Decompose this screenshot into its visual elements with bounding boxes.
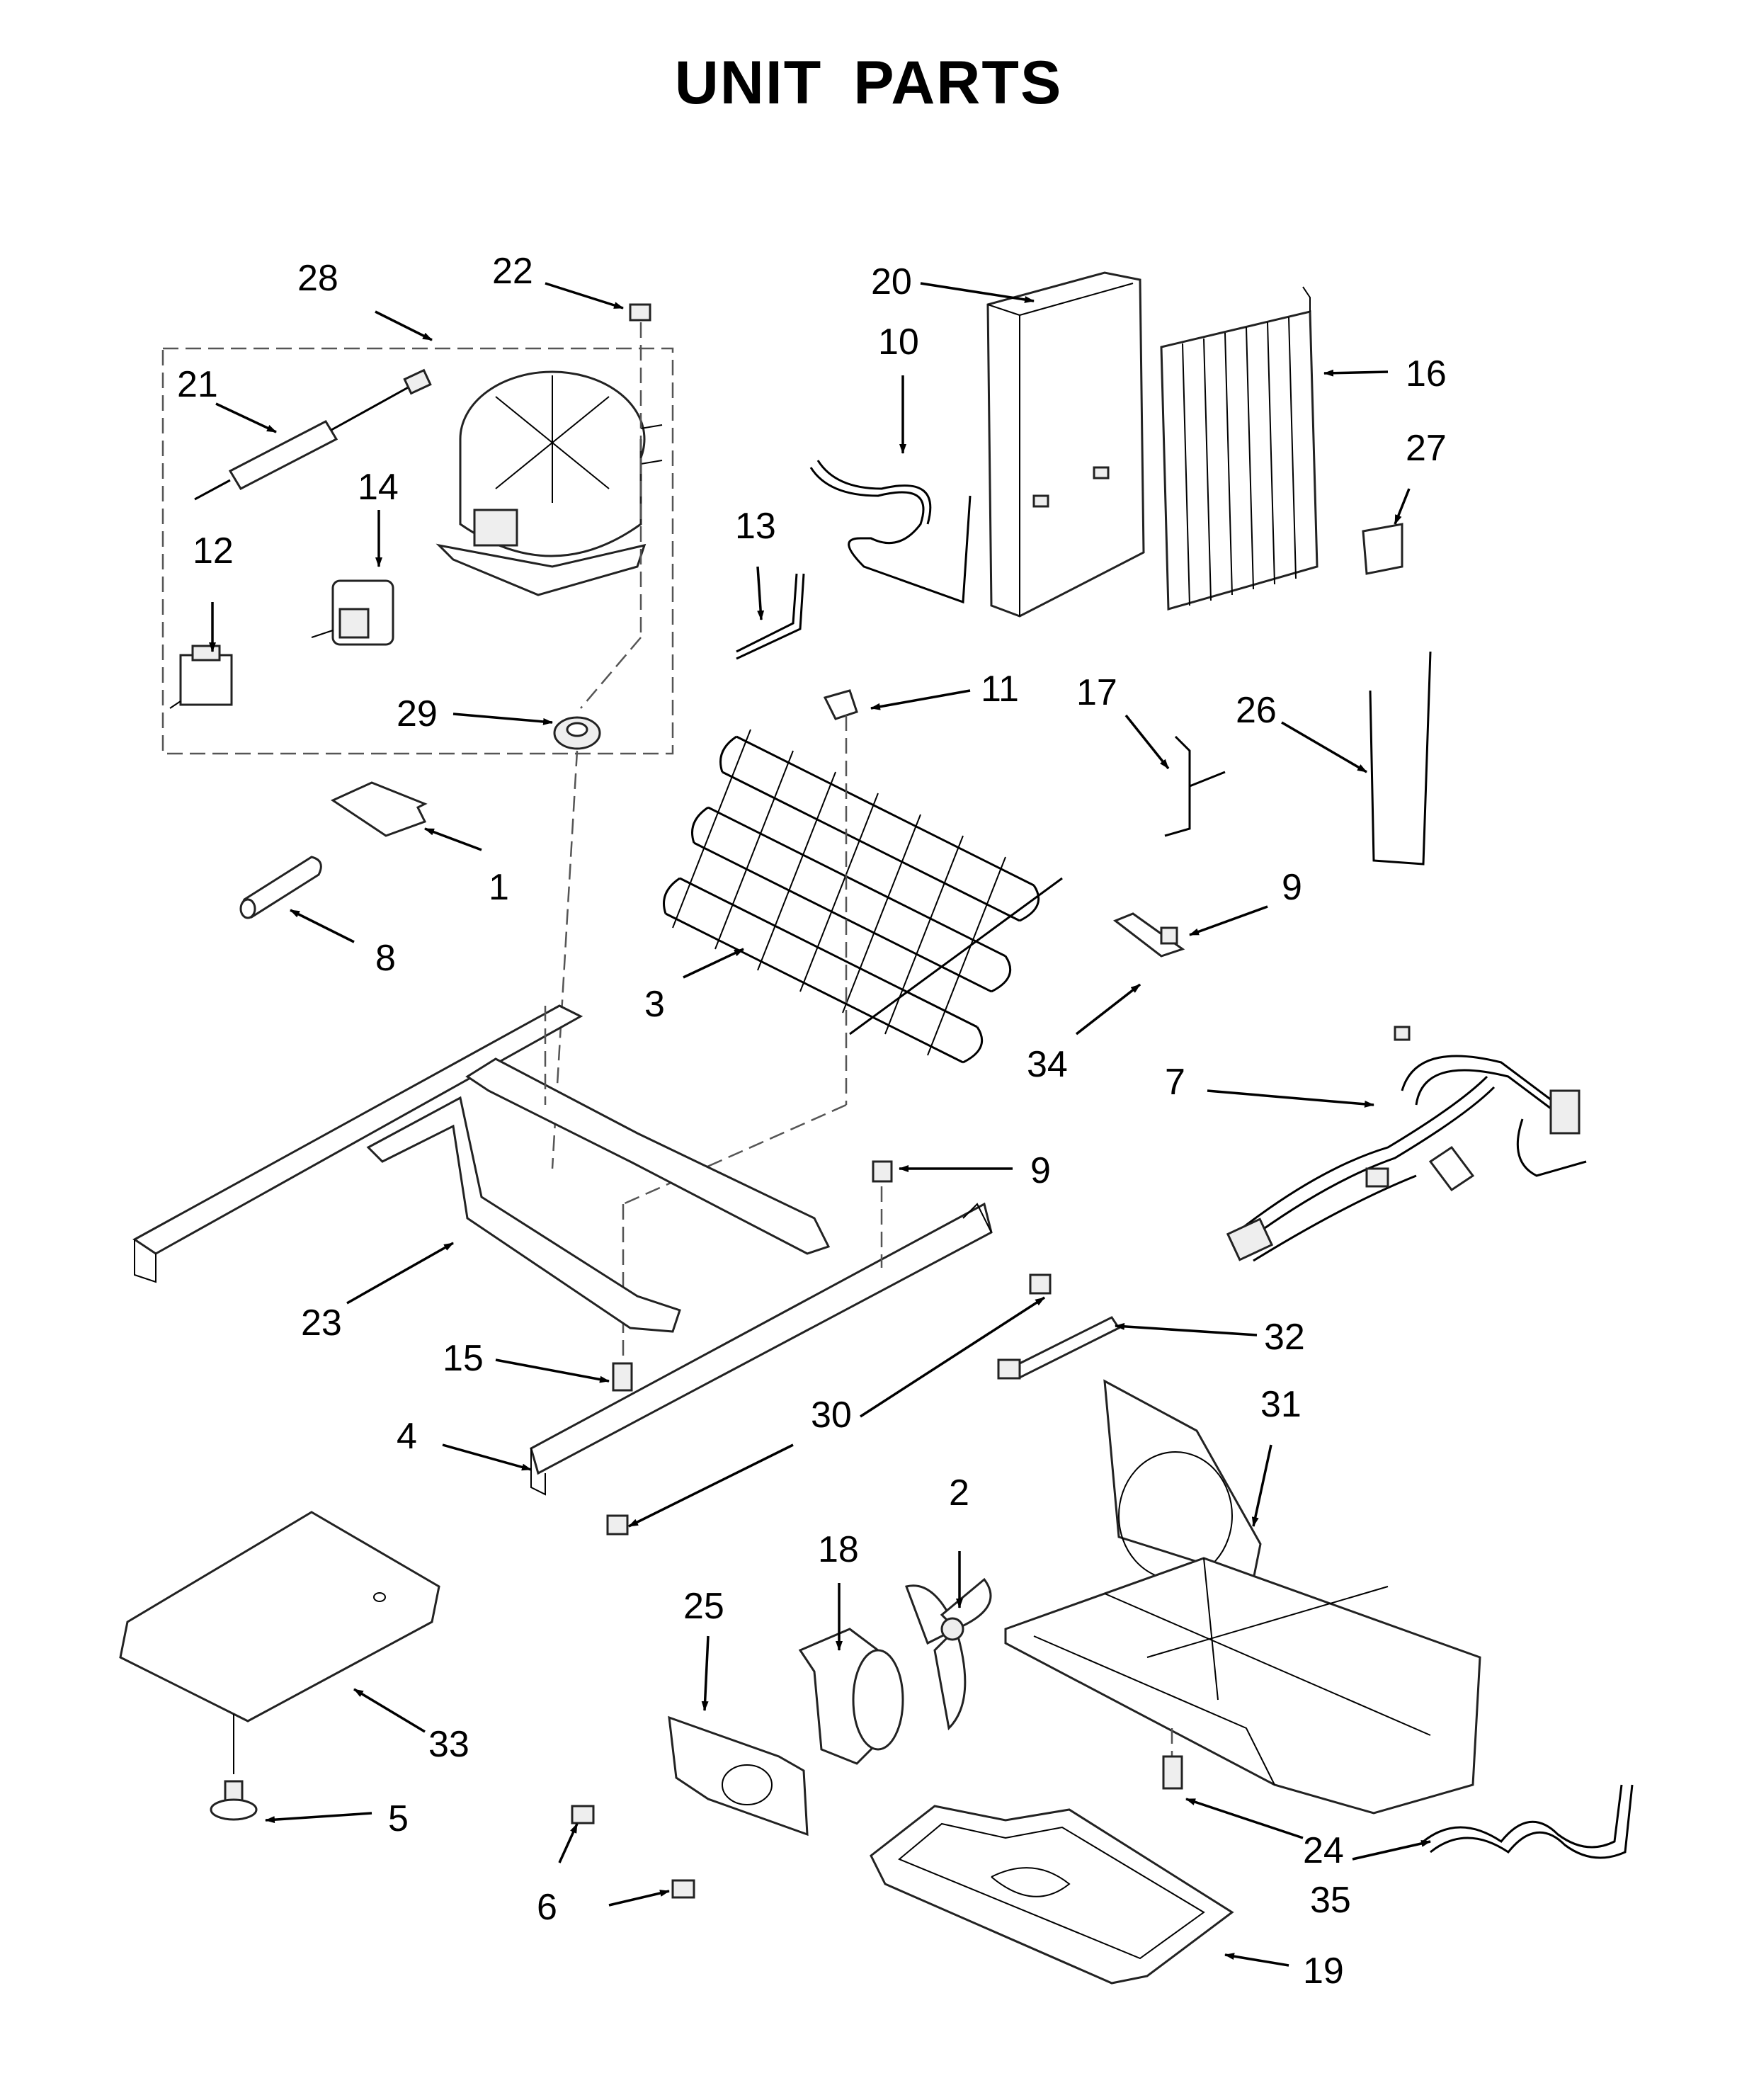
compressor-icon xyxy=(435,370,663,596)
screw-5-icon xyxy=(210,1780,258,1821)
callout-8: 8 xyxy=(375,938,396,979)
callout-2: 2 xyxy=(949,1472,969,1514)
screw-30a-icon xyxy=(1029,1273,1052,1295)
insulation-plate-icon xyxy=(330,781,428,837)
screw-15-icon xyxy=(612,1362,633,1392)
insulation-tube-icon xyxy=(239,856,322,919)
callout-29: 29 xyxy=(397,693,438,734)
screw-6a-icon xyxy=(571,1805,595,1824)
tube-13-icon xyxy=(736,573,798,653)
callout-23: 23 xyxy=(301,1302,342,1344)
callout-3: 3 xyxy=(644,984,665,1025)
callout-34: 34 xyxy=(1027,1044,1068,1085)
fan-blade-icon xyxy=(905,1577,992,1731)
callout-32: 32 xyxy=(1264,1317,1305,1358)
fan-motor-icon xyxy=(798,1628,904,1765)
callout-30: 30 xyxy=(811,1395,852,1436)
compressor-kit-outline xyxy=(161,347,674,755)
callout-20: 20 xyxy=(871,261,912,302)
callout-9b: 9 xyxy=(1030,1150,1051,1191)
thermistor-icon xyxy=(1369,651,1432,865)
screw-30b-icon xyxy=(606,1514,629,1536)
clip-icon xyxy=(823,689,858,720)
condenser-cover-icon xyxy=(986,271,1145,618)
bracket-17-icon xyxy=(1164,735,1226,837)
condenser-icon xyxy=(1160,286,1319,611)
drain-tube-icon xyxy=(1423,1784,1623,1849)
screw-icon xyxy=(629,303,651,322)
callout-11: 11 xyxy=(981,669,1019,710)
overload-icon xyxy=(311,579,394,646)
cover-33-icon xyxy=(119,1511,440,1722)
callout-18: 18 xyxy=(818,1529,859,1570)
fan-bracket-icon xyxy=(668,1715,809,1837)
grommet-icon xyxy=(553,716,601,750)
callout-24: 24 xyxy=(1303,1830,1344,1871)
callout-22: 22 xyxy=(492,251,533,292)
callout-13: 13 xyxy=(735,506,776,547)
callout-21: 21 xyxy=(177,364,218,405)
callout-9a: 9 xyxy=(1282,867,1302,908)
screw-6b-icon xyxy=(671,1879,695,1899)
callout-14: 14 xyxy=(358,467,399,508)
callout-5: 5 xyxy=(388,1798,409,1839)
bracket-27-icon xyxy=(1362,523,1403,575)
callout-16: 16 xyxy=(1406,353,1447,395)
callout-1: 1 xyxy=(489,867,509,908)
page-title: UNIT PARTS xyxy=(674,49,1063,117)
callout-4: 4 xyxy=(397,1416,417,1457)
callout-26: 26 xyxy=(1236,690,1277,731)
callout-arrows xyxy=(209,282,1431,1967)
callout-25: 25 xyxy=(683,1586,724,1627)
callout-27: 27 xyxy=(1406,428,1447,469)
callout-15: 15 xyxy=(443,1338,484,1379)
cable-tie-icon xyxy=(997,1316,1121,1380)
callout-35: 35 xyxy=(1310,1880,1351,1921)
callout-19: 19 xyxy=(1303,1951,1344,1992)
screw-24-icon xyxy=(1162,1755,1183,1790)
evaporator-icon xyxy=(663,729,1063,1064)
relay-icon xyxy=(169,645,233,709)
screw-9-icon xyxy=(872,1160,893,1183)
filter-drier-icon xyxy=(194,368,432,501)
drain-pan-icon xyxy=(870,1805,1234,1985)
callout-33: 33 xyxy=(428,1724,469,1765)
callout-6: 6 xyxy=(537,1887,557,1928)
fan-shroud-base-icon xyxy=(1004,1379,1481,1815)
wire-harness-icon xyxy=(1226,1026,1587,1262)
rail-4-icon xyxy=(530,1202,993,1496)
rail-23-icon xyxy=(132,1004,831,1333)
tube-icon xyxy=(809,467,972,604)
mullion-bracket-icon xyxy=(1112,912,1185,958)
callout-7: 7 xyxy=(1165,1062,1185,1103)
callout-labels: 28 22 21 14 12 29 20 10 16 27 13 11 17 2… xyxy=(177,251,1447,1992)
callout-28: 28 xyxy=(297,258,338,299)
callout-31: 31 xyxy=(1260,1384,1302,1425)
callout-17: 17 xyxy=(1076,672,1117,713)
callout-10: 10 xyxy=(878,322,919,363)
callout-12: 12 xyxy=(193,530,234,572)
